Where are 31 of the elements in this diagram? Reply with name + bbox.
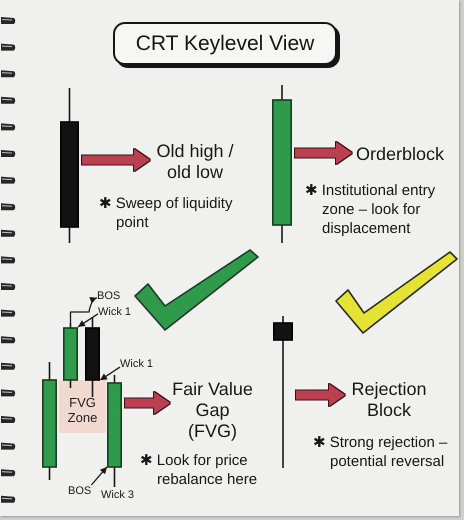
- block-arrow: [82, 149, 150, 171]
- annotation-label: Wick 3: [101, 489, 135, 502]
- annotation-label: Wick 1: [120, 358, 156, 371]
- block-arrow: [296, 384, 345, 406]
- candlestick: [85, 317, 100, 397]
- annotation-label: BOS: [97, 290, 123, 303]
- candlestick: [63, 323, 78, 388]
- candlestick: [42, 362, 57, 480]
- annotation-label: Wick 1: [98, 306, 134, 319]
- note-text: ✱ Look for price rebalance here: [140, 451, 258, 489]
- candlestick: [107, 375, 122, 487]
- annotation-label: BOS: [68, 485, 94, 498]
- leader-arrow: [70, 297, 98, 323]
- candlestick: [60, 88, 79, 243]
- candlestick: [272, 85, 292, 243]
- fvg-zone-area: [59, 380, 106, 433]
- term-label: Fair Value Gap (FVG): [170, 377, 255, 443]
- term-label: Old high / old low: [150, 140, 240, 184]
- note-text: ✱ Strong rejection – potential reversal: [313, 433, 448, 471]
- block-arrow: [295, 142, 352, 164]
- term-label: Orderblock: [352, 143, 448, 165]
- title-banner: CRT Keylevel View: [113, 22, 337, 65]
- candlestick: [273, 316, 293, 468]
- note-text: ✱ Sweep of liquidity point: [99, 194, 234, 232]
- leader-arrow: [78, 313, 98, 328]
- leader-arrow: [90, 466, 108, 486]
- zone-label: FVG Zone: [66, 394, 98, 424]
- leader-arrow: [100, 366, 120, 381]
- term-label: Rejection Block: [345, 378, 433, 422]
- block-arrow: [125, 392, 170, 414]
- note-text: ✱ Institutional entry zone – look for displacement: [305, 181, 436, 238]
